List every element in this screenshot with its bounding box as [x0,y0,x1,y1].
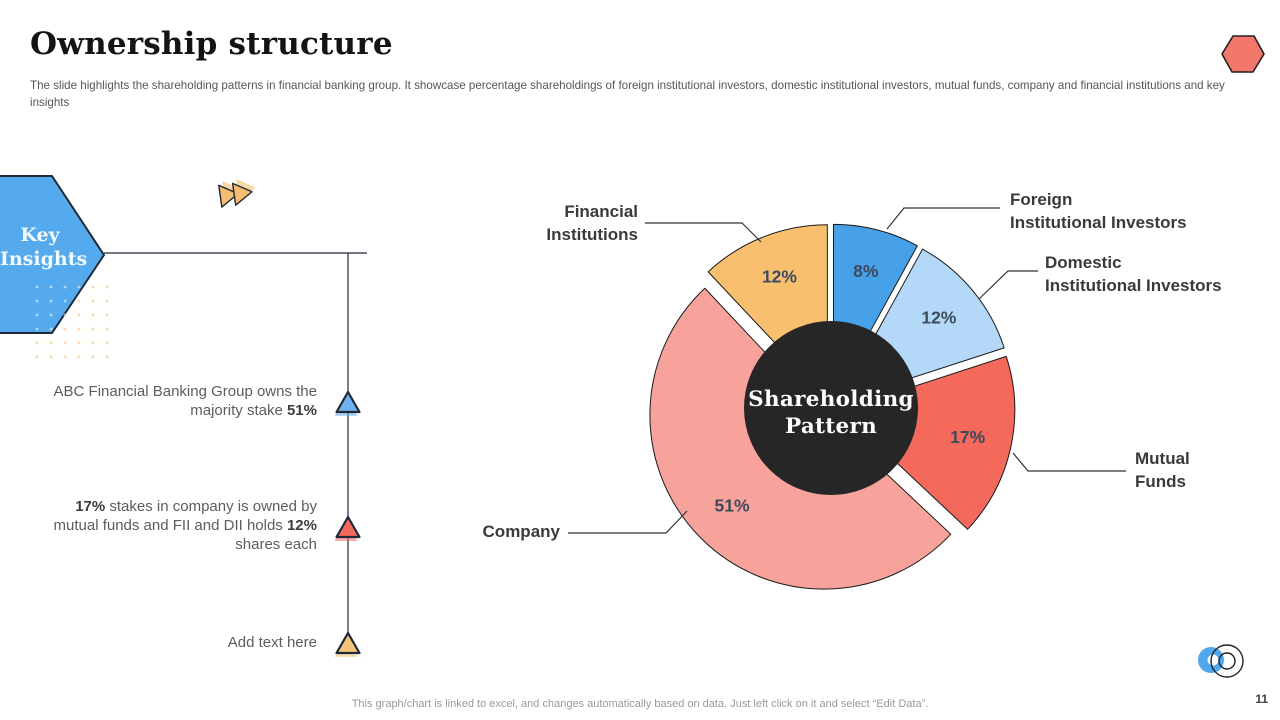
add-text-placeholder[interactable]: Add text here [53,634,317,653]
triangle-marker-red [335,515,361,539]
text-segment: stakes in company is owned by mutual fun… [53,498,318,534]
label-line: Funds [1135,471,1186,491]
hexagon-icon [1221,35,1265,73]
text-segment: Add text here [227,634,317,651]
timeline-marker-2 [334,515,361,541]
dot-grid-overlay [30,280,116,358]
text-segment: ABC Financial Banking Group owns the maj… [53,383,317,419]
leader-line-financial [645,222,762,243]
fast-forward-arrow-1 [218,184,239,208]
page-number: 11 [1255,692,1268,706]
chart-center-title: Pattern [785,414,877,439]
pie-percent-label: 8% [853,261,879,281]
label-line: Domestic [1045,253,1122,272]
triangle-marker-blue [335,390,361,414]
key-insight-text-2: 17% stakes in company is owned by mutual… [51,498,318,555]
triangle-marker-yellow [335,631,361,655]
pie-percent-label: 51% [714,496,749,516]
key-insight-text-1: ABC Financial Banking Group owns the maj… [53,383,317,421]
text-segment: shares each [235,535,317,553]
timeline-marker-1 [334,390,361,416]
footer-note: This graph/chart is linked to excel, and… [351,698,929,710]
pie-percent-label: 17% [950,427,985,447]
fast-forward-icon [218,178,256,208]
timeline-marker-3 [334,631,361,657]
leader-line-company [568,510,688,534]
chart-center-title: Shareholding [748,387,914,412]
pie-percent-label: 12% [921,307,956,327]
label-line: Institutions [546,224,638,244]
label-foreign-institutional-investors: Foreign Institutional Investors [1010,189,1240,235]
page-title: Ownership structure [30,26,393,62]
label-domestic-institutional-investors: Domestic Institutional Investors [1045,252,1275,298]
pie-percent-label: 12% [762,266,797,286]
text-segment: 51% [286,401,317,419]
label-line: Institutional Investors [1045,275,1222,295]
fast-forward-arrow-2 [231,182,253,206]
label-line: Company [482,522,560,541]
label-line: Financial [564,202,638,221]
chart-center-circle [744,321,918,495]
label-mutual-funds: Mutual Funds [1135,448,1280,494]
leader-line-mutual [1012,452,1126,472]
leader-line-domestic [978,270,1038,300]
text-segment: 17% [75,498,106,515]
slide-subtitle: The slide highlights the shareholding pa… [30,79,1225,109]
label-line: Mutual [1135,449,1190,468]
key-insights-label: Key Insights [0,224,88,270]
text-segment: 12% [286,516,317,534]
label-line: Institutional Investors [1010,212,1187,232]
label-line: Foreign [1010,190,1073,209]
leader-line-foreign [886,207,1000,230]
label-company: Company [360,521,560,544]
label-financial-institutions: Financial Institutions [440,201,638,247]
circles-logo-icon [1198,644,1244,678]
